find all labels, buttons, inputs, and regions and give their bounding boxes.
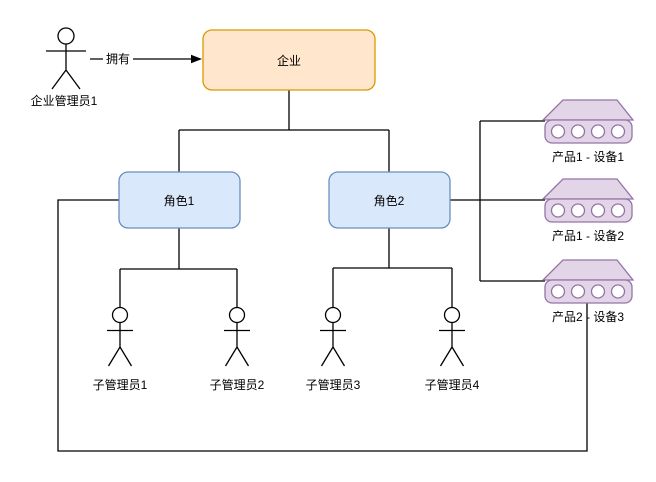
- edge-role2-to-subadmins: [332, 228, 453, 307]
- actor-head-icon: [111, 306, 129, 324]
- role-2-node: 角色2: [328, 171, 451, 229]
- actor-head-icon: [443, 306, 461, 324]
- actor-sub-admin-4: 子管理员4: [425, 306, 480, 392]
- actor-head-icon: [57, 27, 75, 45]
- arrowhead-icon: [191, 54, 202, 64]
- device-1-node: 产品1 - 设备1: [541, 99, 635, 164]
- enterprise-admin-label: 企业管理员1: [31, 93, 98, 108]
- device-3-node: 产品2 - 设备3: [541, 259, 635, 324]
- edge-role2-to-devices-bus: [450, 120, 545, 282]
- device-3-label: 产品2 - 设备3: [552, 310, 624, 324]
- device-2-node: 产品1 - 设备2: [541, 178, 635, 243]
- actor-head-icon: [324, 306, 342, 324]
- device-icon: [541, 99, 635, 144]
- enterprise-node: 企业: [202, 29, 376, 91]
- role-1-node: 角色1: [118, 171, 241, 229]
- edge-role1-to-device3-loop: [57, 199, 588, 452]
- actor-sub-admin-3: 子管理员3: [306, 306, 361, 392]
- edge-role1-to-subadmins: [119, 228, 238, 307]
- actor-sub-admin-2: 子管理员2: [210, 306, 265, 392]
- edge-owns: 拥有: [90, 50, 202, 67]
- owns-edge-label: 拥有: [106, 52, 130, 66]
- device-1-label: 产品1 - 设备1: [552, 150, 624, 164]
- role-2-label: 角色2: [374, 194, 405, 208]
- edge-enterprise-to-roles: [178, 90, 390, 172]
- actor-head-icon: [228, 306, 246, 324]
- device-icon: [541, 178, 635, 223]
- sub-admin-1-label: 子管理员1: [93, 377, 148, 392]
- device-icon: [541, 259, 635, 304]
- actor-sub-admin-1: 子管理员1: [93, 306, 148, 392]
- role-1-label: 角色1: [164, 194, 195, 208]
- actor-enterprise-admin: 企业管理员1: [31, 27, 98, 108]
- device-2-label: 产品1 - 设备2: [552, 229, 624, 243]
- sub-admin-2-label: 子管理员2: [210, 377, 265, 392]
- enterprise-label: 企业: [277, 53, 301, 68]
- sub-admin-3-label: 子管理员3: [306, 377, 361, 392]
- sub-admin-4-label: 子管理员4: [425, 377, 480, 392]
